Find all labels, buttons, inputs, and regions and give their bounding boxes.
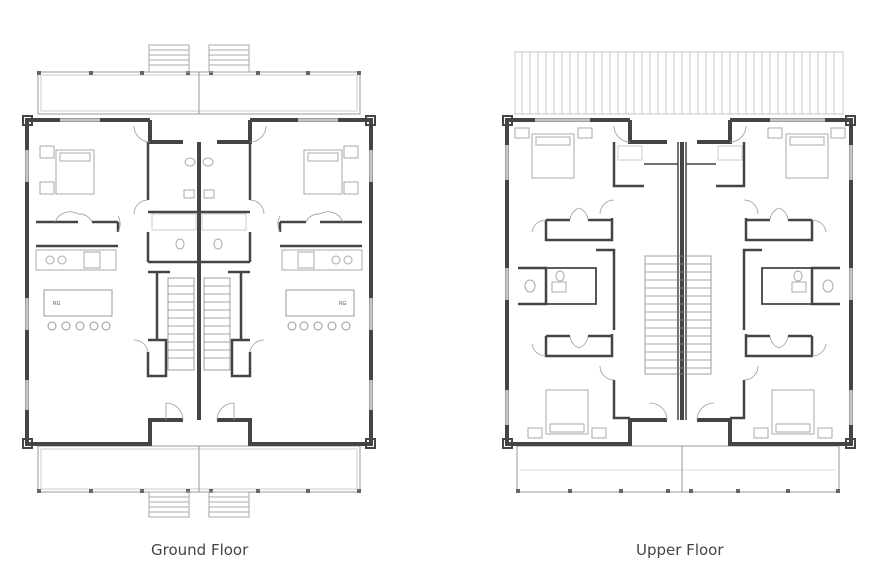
ground-bottom-porch (37, 445, 361, 493)
ground-stairs-left (167, 277, 195, 371)
upper-stairs (644, 255, 712, 375)
ground-bottom-steps-left (148, 491, 190, 518)
ground-island-left (43, 289, 113, 331)
ground-floor-plan: RG RG (22, 44, 376, 518)
ground-top-steps-right (208, 44, 250, 73)
ground-kitchen-left (35, 249, 117, 271)
upper-bed-bottom-left (527, 389, 607, 439)
ground-window-lines (26, 119, 372, 410)
upper-bed-top-right (767, 127, 846, 179)
ground-top-steps-left (148, 44, 190, 73)
ground-bottom-porch-posts (37, 489, 361, 493)
upper-windows (505, 118, 853, 425)
upper-bed-top-left (514, 127, 593, 179)
ground-island-right (285, 289, 355, 331)
range-label-left: RG (53, 301, 60, 307)
upper-bath-fixtures (524, 145, 834, 293)
ground-bed-right (303, 145, 359, 195)
upper-roof-slats (514, 51, 844, 115)
ground-top-porch-posts (37, 71, 361, 75)
ground-bed-left (39, 145, 95, 195)
ground-interior-walls (36, 142, 362, 378)
upper-floor-plan (502, 51, 856, 493)
ground-exterior-walls (25, 118, 373, 446)
upper-interior-walls (518, 142, 840, 420)
ground-floor-caption: Ground Floor (151, 541, 249, 559)
ground-bottom-steps-right (208, 491, 250, 518)
ground-stairs-right (203, 277, 231, 371)
ground-corner-posts (22, 115, 376, 449)
upper-balcony-posts (516, 489, 840, 493)
upper-door-swings (531, 125, 827, 421)
ground-top-porch (37, 71, 361, 115)
ground-door-swings (54, 125, 344, 421)
ground-kitchen-right (281, 249, 363, 271)
upper-bed-bottom-right (753, 389, 833, 439)
upper-floor-caption: Upper Floor (636, 541, 724, 559)
upper-corner-posts (502, 115, 856, 449)
ground-bath-fixtures (151, 157, 247, 250)
upper-window-lines (506, 119, 852, 425)
upper-bottom-balcony (516, 445, 840, 493)
range-label-right: RG (339, 301, 346, 307)
